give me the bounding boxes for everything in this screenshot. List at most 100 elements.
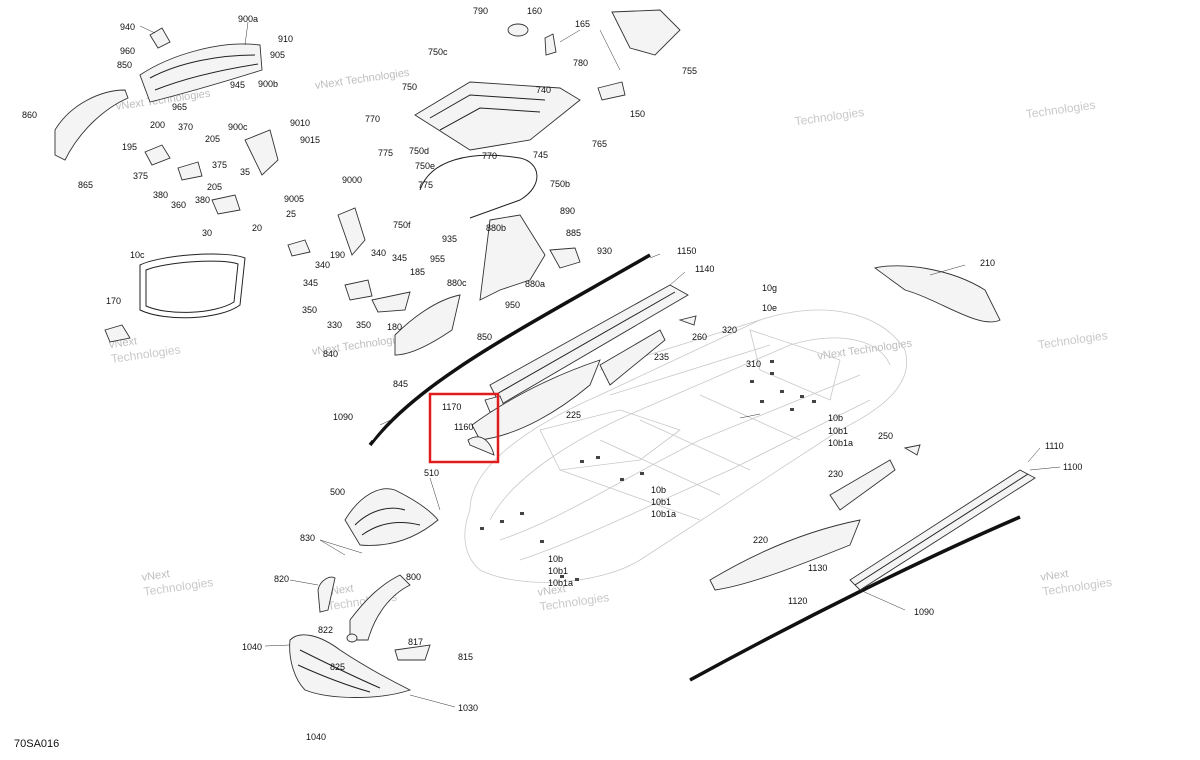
part-label-10b1_1: 10b1	[828, 426, 848, 436]
part-label-160: 160	[527, 6, 542, 16]
part-label-860: 860	[22, 110, 37, 120]
part-label-830: 830	[300, 533, 315, 543]
part-label-375a: 375	[212, 160, 227, 170]
part-label-1040a: 1040	[242, 642, 262, 652]
part-label-25: 25	[286, 209, 296, 219]
part-label-310: 310	[746, 359, 761, 369]
part-label-770b: 770	[482, 151, 497, 161]
highlight-box	[428, 392, 500, 464]
part-label-880a: 880a	[525, 279, 545, 289]
part-label-20: 20	[252, 223, 262, 233]
part-label-370: 370	[178, 122, 193, 132]
part-label-380a: 380	[153, 190, 168, 200]
part-label-900b: 900b	[258, 79, 278, 89]
part-label-900c: 900c	[228, 122, 248, 132]
part-label-745: 745	[533, 150, 548, 160]
part-label-1170: 1170	[442, 402, 461, 412]
part-label-1150: 1150	[677, 246, 696, 256]
part-label-817: 817	[408, 637, 423, 647]
part-label-220: 220	[753, 535, 768, 545]
part-label-885: 885	[566, 228, 581, 238]
watermark-line2: Technologies	[794, 105, 865, 129]
part-label-850b: 850	[477, 332, 492, 342]
part-label-815: 815	[458, 652, 473, 662]
part-label-10e: 10e	[762, 303, 777, 313]
part-label-780: 780	[573, 58, 588, 68]
part-label-850a: 850	[117, 60, 132, 70]
part-label-750d: 750d	[409, 146, 429, 156]
part-label-165: 165	[575, 19, 590, 29]
part-label-500: 500	[330, 487, 345, 497]
part-label-9000: 9000	[342, 175, 362, 185]
part-label-10b_3: 10b	[548, 554, 563, 564]
part-label-345a: 345	[392, 253, 407, 263]
part-label-250: 250	[878, 431, 893, 441]
part-label-380b: 380	[195, 195, 210, 205]
part-label-750b: 750b	[550, 179, 570, 189]
part-label-360: 360	[171, 200, 186, 210]
part-label-205b: 205	[207, 182, 222, 192]
part-label-950: 950	[505, 300, 520, 310]
part-label-9010: 9010	[290, 118, 310, 128]
part-label-1140: 1140	[695, 264, 714, 274]
hull-ghost	[464, 309, 907, 583]
part-label-35: 35	[240, 167, 250, 177]
part-label-820: 820	[274, 574, 289, 584]
hull-clips	[480, 360, 816, 581]
part-label-200: 200	[150, 120, 165, 130]
part-label-880b: 880b	[486, 223, 506, 233]
trim-rails	[368, 249, 1036, 682]
part-label-320: 320	[722, 325, 737, 335]
part-label-10c: 10c	[130, 250, 145, 260]
part-label-775a: 775	[378, 148, 393, 158]
part-label-10b_1: 10b	[828, 413, 843, 423]
part-label-940: 940	[120, 22, 135, 32]
part-label-30: 30	[202, 228, 212, 238]
part-label-350a: 350	[302, 305, 317, 315]
part-label-375b: 375	[133, 171, 148, 181]
part-label-10b1_3: 10b1	[548, 566, 568, 576]
part-label-510: 510	[424, 468, 439, 478]
part-label-235: 235	[654, 352, 669, 362]
part-label-955: 955	[430, 254, 445, 264]
part-label-775b: 775	[418, 180, 433, 190]
part-label-790: 790	[473, 6, 488, 16]
part-label-740: 740	[536, 85, 551, 95]
part-label-890: 890	[560, 206, 575, 216]
part-label-910: 910	[278, 34, 293, 44]
front-nose-assembly	[289, 488, 439, 698]
part-label-180: 180	[387, 322, 402, 332]
part-label-1040b: 1040	[306, 732, 326, 742]
part-label-185: 185	[410, 267, 425, 277]
part-label-330: 330	[327, 320, 342, 330]
part-label-945: 945	[230, 80, 245, 90]
part-label-880c: 880c	[447, 278, 467, 288]
part-label-195: 195	[122, 142, 137, 152]
part-label-755: 755	[682, 66, 697, 76]
watermark-line1: vNext	[1040, 568, 1070, 584]
part-label-905: 905	[270, 50, 285, 60]
part-label-1100: 1100	[1063, 462, 1082, 472]
part-label-965: 965	[172, 102, 187, 112]
part-label-1120: 1120	[788, 596, 807, 606]
diagram-code: 70SA016	[14, 738, 60, 750]
part-label-260: 260	[692, 332, 707, 342]
part-label-170: 170	[106, 296, 121, 306]
watermark-line1: vNext	[537, 583, 567, 599]
storage-assembly	[414, 9, 681, 301]
watermark-line2: Technologies	[1037, 328, 1108, 352]
part-label-1130: 1130	[808, 563, 827, 573]
part-label-930: 930	[597, 246, 612, 256]
part-label-822: 822	[318, 625, 333, 635]
part-label-210: 210	[980, 258, 995, 268]
part-label-770a: 770	[365, 114, 380, 124]
part-label-10b_2: 10b	[651, 485, 666, 495]
leader-lines	[139, 21, 1061, 708]
watermark-line1: vNext	[141, 568, 171, 584]
part-label-230: 230	[828, 469, 843, 479]
part-label-340b: 340	[315, 260, 330, 270]
part-label-750f: 750f	[393, 220, 411, 230]
part-label-750c: 750c	[428, 47, 448, 57]
part-label-9015: 9015	[300, 135, 320, 145]
